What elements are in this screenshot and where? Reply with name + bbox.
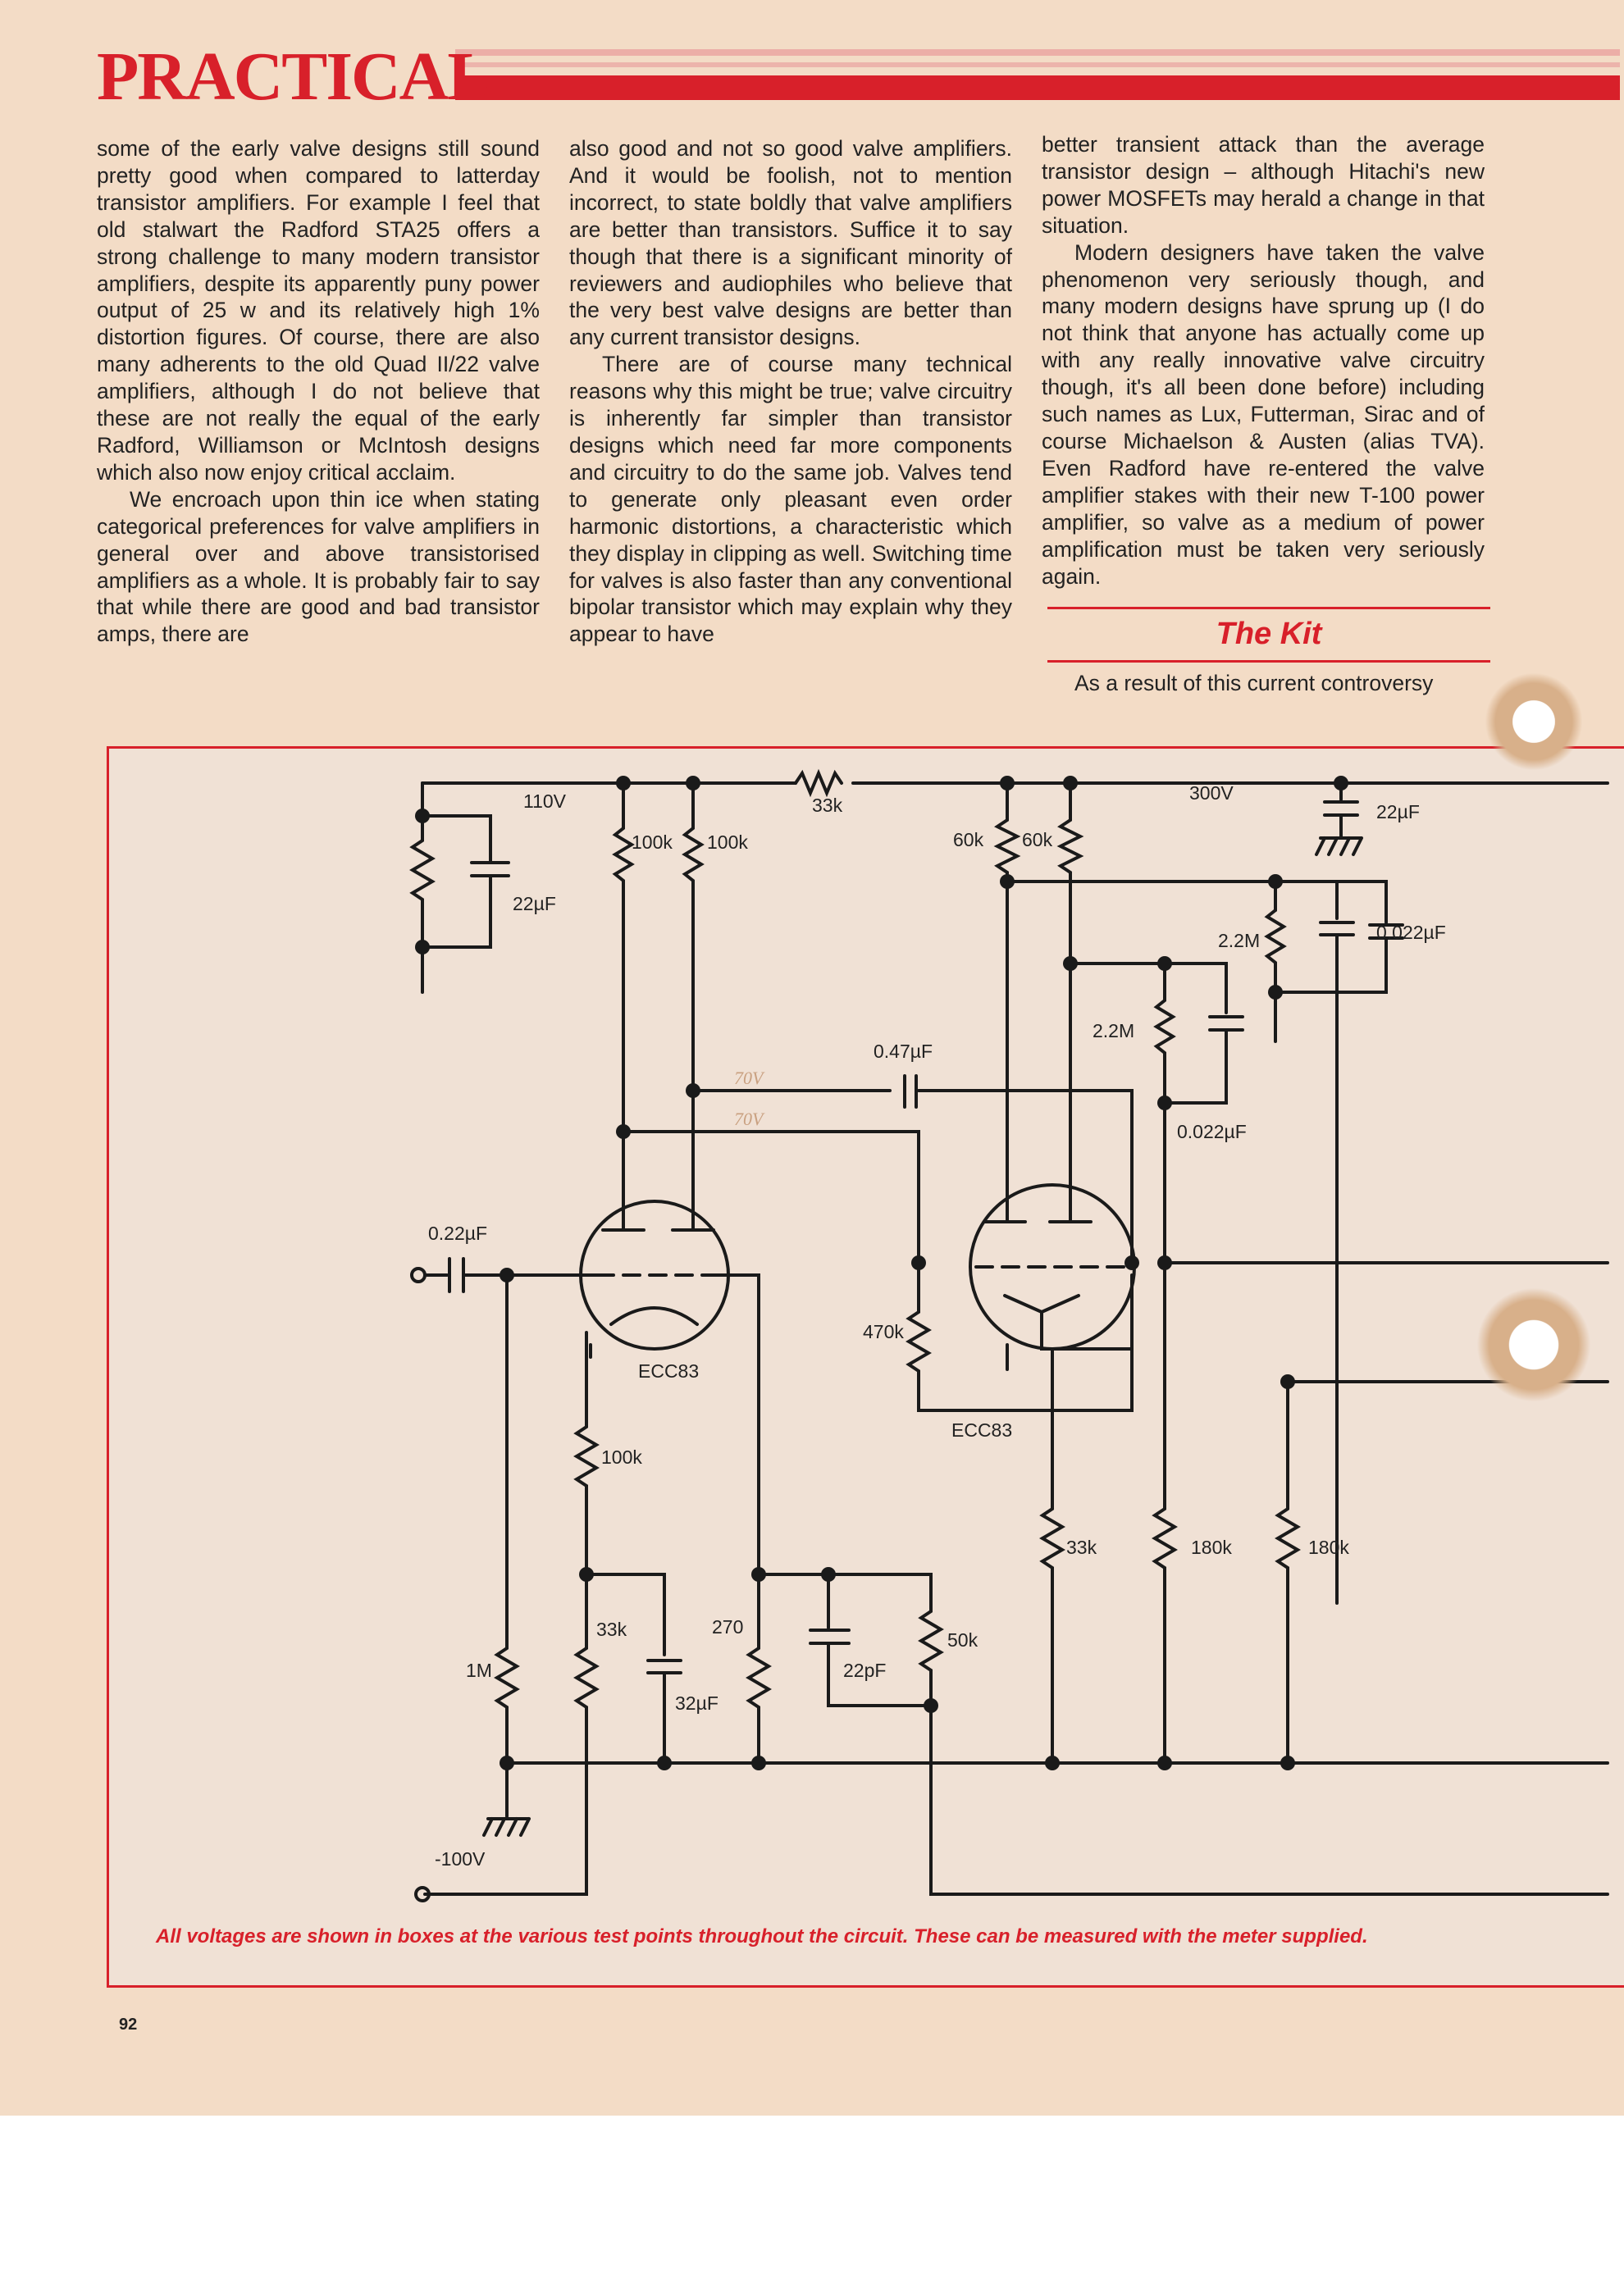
header-bar xyxy=(455,75,1620,100)
label-180k-b: 180k xyxy=(1308,1537,1349,1558)
magazine-page: PRACTICAL some of the early valve design… xyxy=(0,0,1624,2116)
label-33k-top: 33k xyxy=(812,795,843,816)
label-180k-a: 180k xyxy=(1191,1537,1232,1558)
label-110v: 110V xyxy=(523,790,567,812)
label-047uf: 0.47µF xyxy=(874,1041,933,1062)
kit-heading: The Kit xyxy=(1216,617,1322,651)
label-ecc83-b: ECC83 xyxy=(951,1419,1012,1441)
paragraph: some of the early valve designs still so… xyxy=(97,136,540,485)
circuit-diagram-frame xyxy=(107,746,1624,1988)
label-60k-b: 60k xyxy=(1022,829,1053,850)
label-100k-b: 100k xyxy=(707,831,748,853)
label-ecc83-a: ECC83 xyxy=(638,1360,699,1382)
diagram-caption: All voltages are shown in boxes at the v… xyxy=(156,1925,1368,1947)
label-22pf: 22pF xyxy=(843,1660,886,1681)
text-column-1: some of the early valve designs still so… xyxy=(97,135,540,648)
paragraph: better transient attack than the average… xyxy=(1042,132,1485,238)
label-470k: 470k xyxy=(863,1321,904,1342)
label-33k-cathode: 33k xyxy=(596,1619,627,1640)
paragraph: We encroach upon thin ice when stating c… xyxy=(97,486,540,647)
label-minus-100v: -100V xyxy=(435,1848,486,1870)
text-column-3: better transient attack than the average… xyxy=(1042,131,1485,590)
label-100k-a: 100k xyxy=(632,831,673,853)
label-100k-cathode: 100k xyxy=(601,1446,642,1468)
label-22uf-top: 22µF xyxy=(1376,801,1420,822)
label-32uf: 32µF xyxy=(675,1692,718,1714)
section-title: PRACTICAL xyxy=(97,39,493,115)
text-column-2: also good and not so good valve amplifie… xyxy=(569,135,1012,648)
heading-rule xyxy=(1047,660,1490,663)
page-number: 92 xyxy=(119,2016,138,2034)
kit-paragraph: As a result of this current controversy xyxy=(1074,671,1434,695)
paragraph: also good and not so good valve amplifie… xyxy=(569,136,1012,350)
paragraph: There are of course many technical reaso… xyxy=(569,352,1012,647)
label-022uf: 0.22µF xyxy=(428,1223,487,1244)
label-60k-a: 60k xyxy=(953,829,984,850)
header-stripe xyxy=(455,49,1620,56)
label-2-2m-b: 2.2M xyxy=(1093,1020,1134,1041)
handwritten-note: 70V xyxy=(734,1109,765,1129)
label-33k-low: 33k xyxy=(1066,1537,1097,1558)
label-0022uf-mid: 0.022µF xyxy=(1177,1121,1247,1142)
paragraph: Modern designers have taken the valve ph… xyxy=(1042,239,1485,589)
punch-hole xyxy=(1476,1287,1591,1402)
label-50k: 50k xyxy=(947,1629,979,1651)
circuit-diagram: 110V 33k 300V 100k 100k 60k 60k 22µF 22µ… xyxy=(409,768,1609,1902)
label-2-2m-a: 2.2M xyxy=(1218,930,1260,951)
label-270: 270 xyxy=(712,1616,743,1638)
handwritten-note: 70V xyxy=(734,1068,765,1088)
header-stripe xyxy=(455,62,1620,67)
label-22uf-left: 22µF xyxy=(513,893,556,914)
label-0022uf-top: 0.022µF xyxy=(1376,922,1446,943)
punch-hole xyxy=(1485,672,1583,771)
label-300v: 300V xyxy=(1189,782,1234,804)
heading-rule xyxy=(1047,607,1490,609)
label-1m: 1M xyxy=(466,1660,492,1681)
